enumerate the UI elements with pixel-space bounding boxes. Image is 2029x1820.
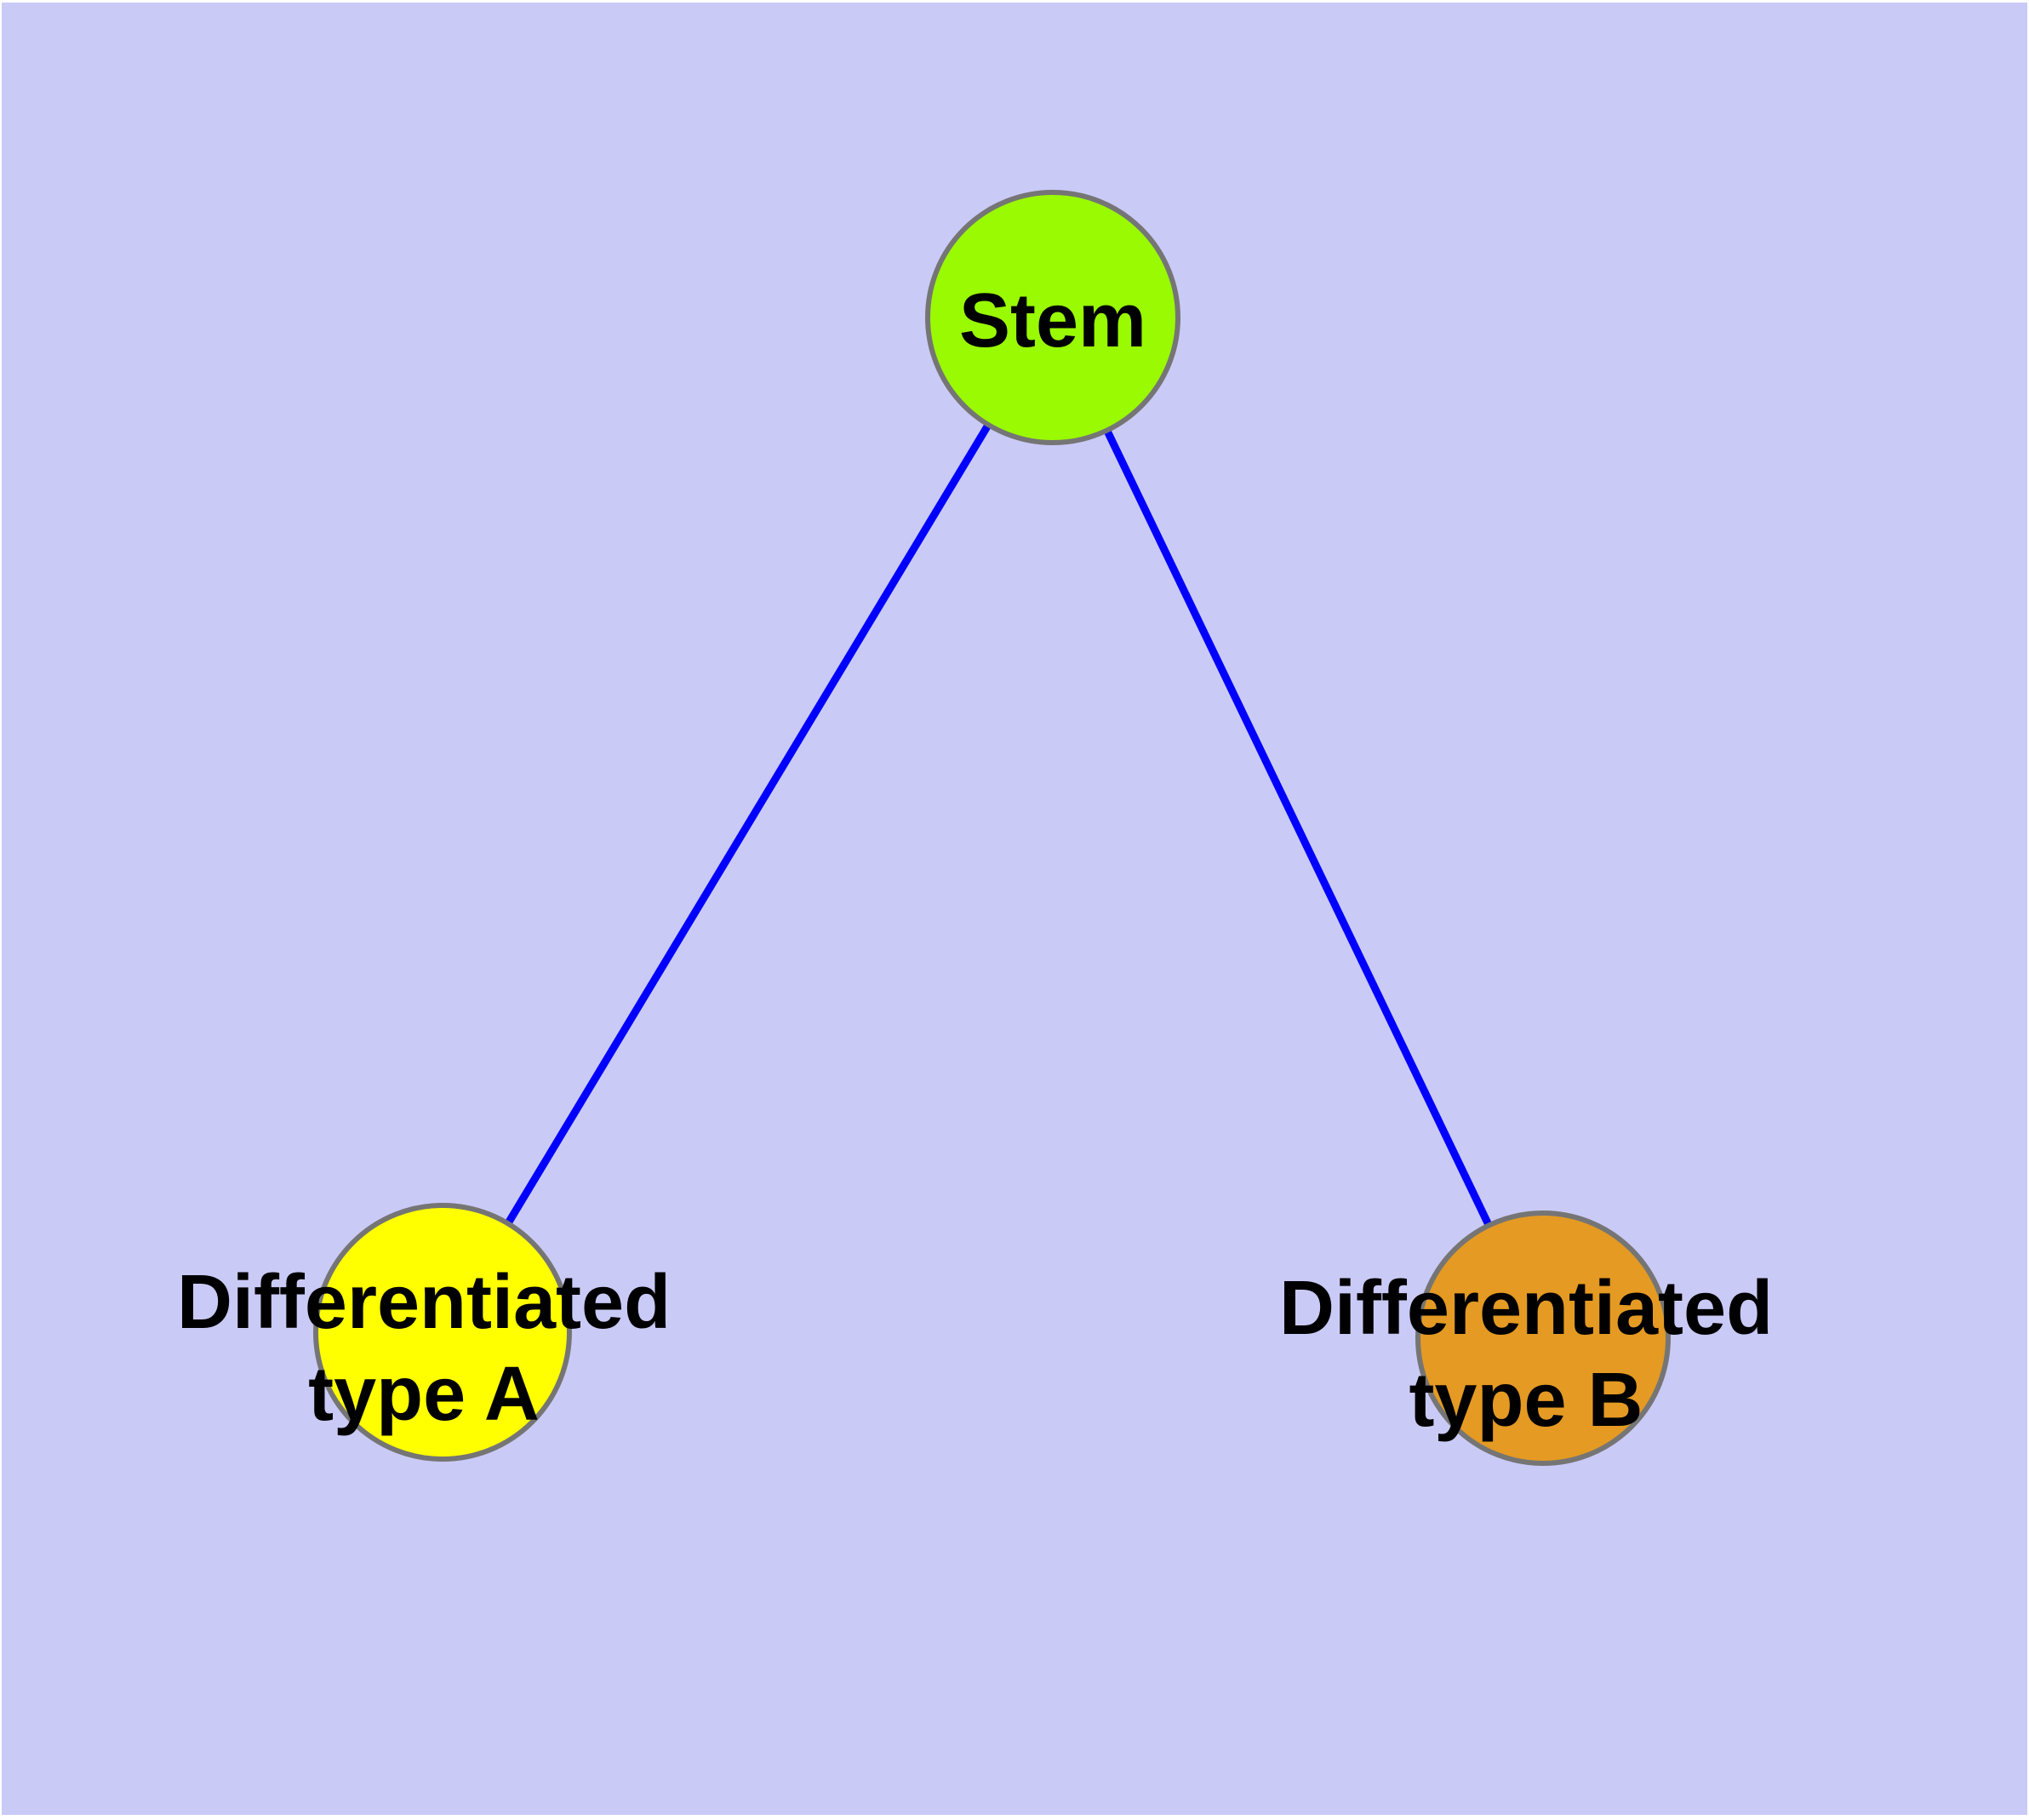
node-differentiated-type-a-label: Differentiated type A (177, 1256, 671, 1440)
edge-stem-to-type-a (439, 315, 1056, 1335)
node-differentiated-type-b-label: Differentiated type B (1279, 1262, 1773, 1446)
node-label-line: type A (308, 1352, 540, 1437)
node-label-line: type B (1409, 1358, 1643, 1443)
node-label-line: Differentiated (1278, 1266, 1774, 1351)
node-stem[interactable]: Stem (925, 190, 1180, 445)
node-stem-label: Stem (959, 275, 1146, 367)
edge-stem-to-type-b (1049, 316, 1547, 1340)
node-differentiated-type-b[interactable]: Differentiated type B (1279, 1210, 1773, 1466)
node-label-line: Differentiated (176, 1260, 672, 1345)
node-label-line: Stem (958, 278, 1147, 363)
node-differentiated-type-a[interactable]: Differentiated type A (177, 1203, 671, 1462)
